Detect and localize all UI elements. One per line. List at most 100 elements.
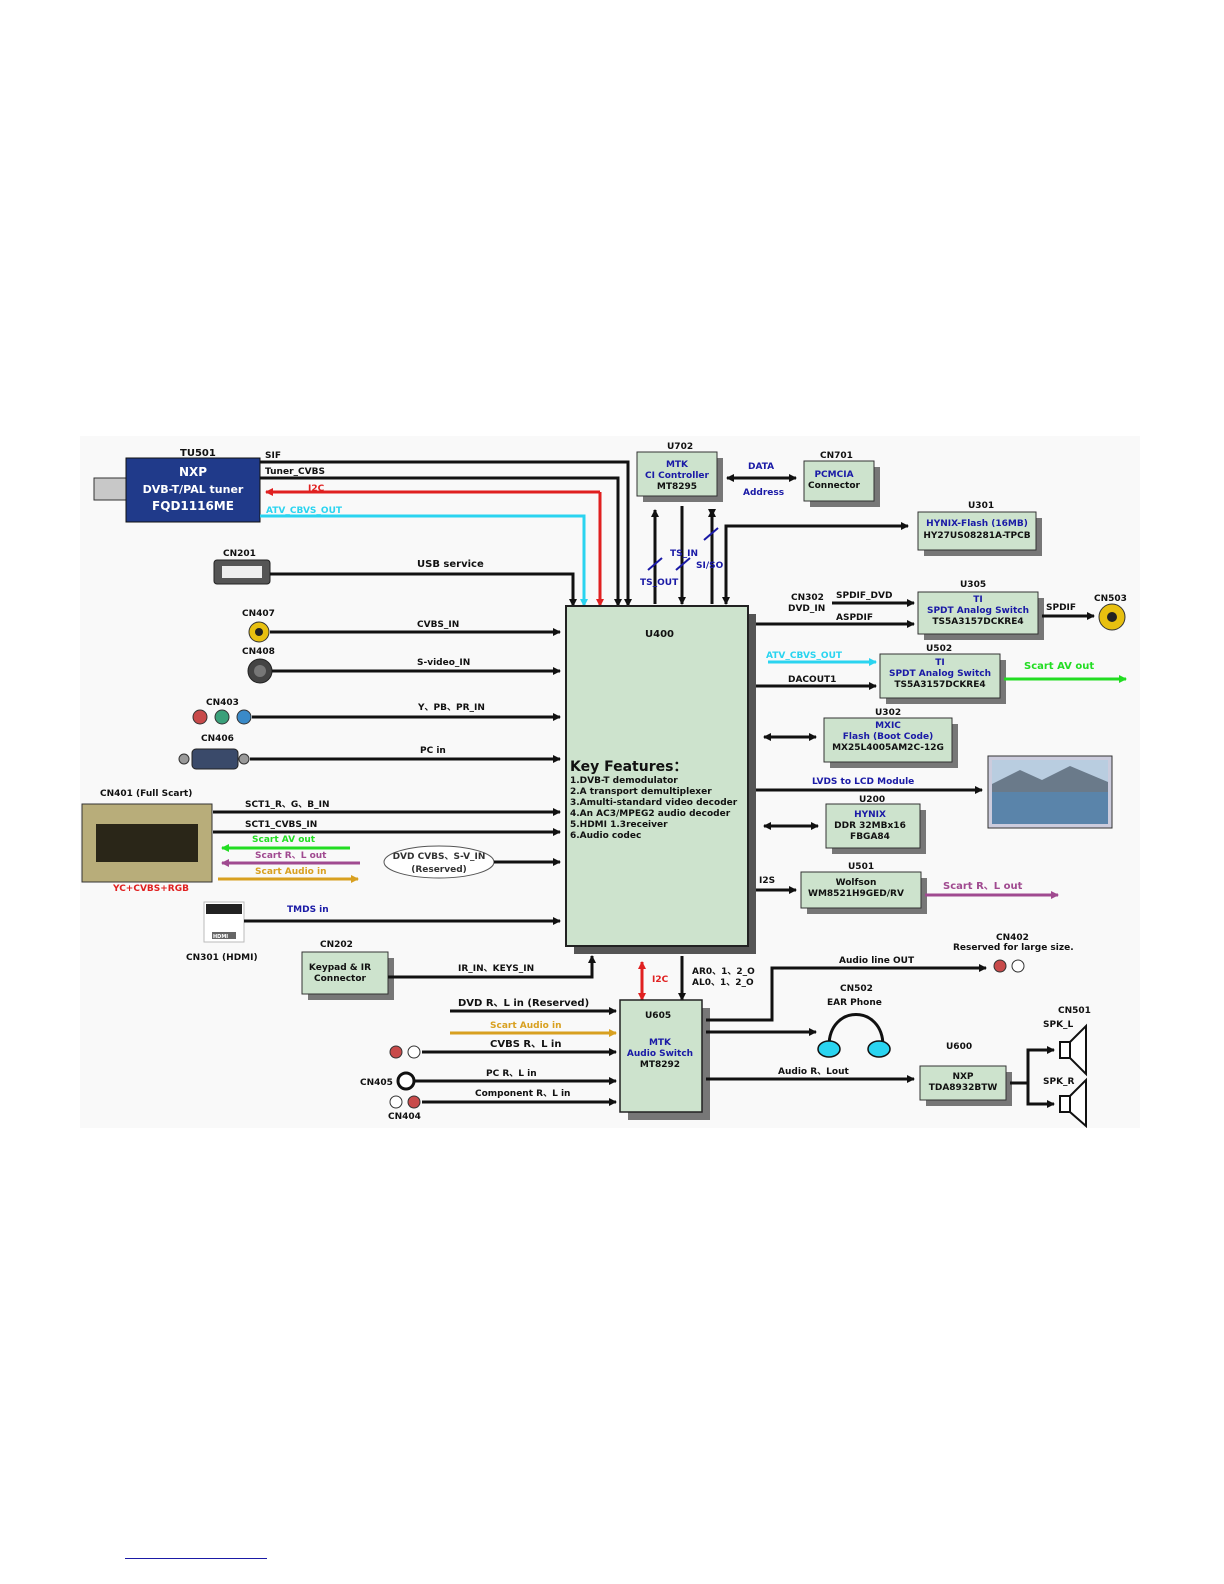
u400-feature-4: 4.An AC3/MPEG2 audio decoder	[570, 809, 731, 819]
u200-l3: FBGA84	[850, 832, 890, 842]
address-label: Address	[743, 488, 784, 498]
lvds-label: LVDS to LCD Module	[812, 777, 914, 787]
u400-feature-1: 1.DVB-T demodulator	[570, 776, 678, 786]
input-cn408: CN408 S-video_IN	[242, 647, 561, 684]
cn701-l1: PCMCIA	[814, 470, 853, 480]
scart-av-out-label: Scart AV out	[252, 835, 316, 845]
scart-audio-in-label: Scart Audio in	[255, 867, 326, 877]
u400-feature-5: 5.HDMI 1.3receiver	[570, 820, 668, 830]
atv-out-label-2: ATV_CBVS_OUT	[766, 651, 843, 661]
hdmi-icon-label: HDMI	[213, 934, 228, 940]
u200-l1: HYNIX	[854, 810, 886, 820]
u600-ref: U600	[946, 1042, 972, 1052]
u200-ddr: U200 HYNIX DDR 32MBx16 FBGA84	[825, 795, 926, 854]
input-cn401-scart: CN401 (Full Scart) YC+CVBS+RGB SCT1_R、G、…	[81, 789, 561, 894]
u605-ref: U605	[645, 1011, 671, 1021]
cn701-pcmcia: CN701 PCMCIA Connector	[803, 451, 880, 507]
u400-feature-3: 3.Amulti-standard video decoder	[570, 798, 738, 808]
u302-boot-flash: U302 MXIC Flash (Boot Code) MX25L4005AM2…	[823, 708, 958, 768]
tuner-lines: SIF Tuner_CVBS I2C ATV_CBVS_OUT	[260, 451, 632, 607]
u305-l3: TS5A3157DCKRE4	[932, 617, 1023, 627]
spdif-label: SPDIF	[1046, 603, 1076, 613]
dvd-in-label: DVD_IN	[788, 604, 825, 614]
u502-l3: TS5A3157DCKRE4	[894, 680, 985, 690]
ts-in-label: TS_IN	[670, 549, 698, 559]
cn503-spdif-jack: CN503	[1094, 594, 1127, 631]
earphone-icon	[817, 1013, 891, 1058]
u702-l2: CI Controller	[645, 471, 709, 481]
spk-r-label: SPK_R	[1043, 1077, 1075, 1087]
input-cn403: CN403 Y、PB、PR_IN	[192, 698, 561, 725]
u400-features-title: Key Features：	[570, 759, 687, 775]
svideo-in-label: S-video_IN	[417, 658, 470, 668]
u502-switch: U502 TI SPDT Analog Switch TS5A3157DCKRE…	[879, 644, 1006, 704]
atv-out-label: ATV_CBVS_OUT	[266, 506, 343, 516]
cn501-ref: CN501	[1058, 1006, 1091, 1016]
u302-l1: MXIC	[875, 721, 901, 731]
i2c-label-2: I2C	[652, 975, 669, 985]
data-label: DATA	[748, 462, 774, 472]
u400-feature-6: 6.Audio codec	[570, 831, 641, 841]
ts-out-label: TS_OUT	[640, 578, 679, 588]
ir-keys-label: IR_IN、KEYS_IN	[458, 964, 534, 974]
pc-rl-in-label: PC R、L in	[486, 1069, 537, 1079]
u600-l1: NXP	[952, 1072, 973, 1082]
cn408-ref: CN408	[242, 647, 275, 657]
dvd-cvbs-line1: DVD CVBS、S-V_IN	[393, 852, 486, 862]
ypbpr-in-label: Y、PB、PR_IN	[417, 703, 485, 713]
cn202-ref: CN202	[320, 940, 353, 950]
usb-label: USB service	[417, 559, 484, 570]
u502-l1: TI	[935, 658, 945, 668]
tuner-type: DVB-T/PAL tuner	[143, 483, 244, 496]
cn202-l2: Connector	[314, 974, 367, 984]
footnote-rule	[125, 1558, 267, 1559]
u400-main-chip: U400 Key Features： 1.DVB-T demodulator 2…	[565, 605, 756, 954]
speaker-right-icon	[1059, 1077, 1087, 1129]
dvd-cvbs-line2: (Reserved)	[411, 865, 467, 875]
u605-l1: MTK	[649, 1038, 672, 1048]
pc-in-label: PC in	[420, 746, 446, 756]
cn502-note: EAR Phone	[827, 998, 882, 1008]
u301-l2: HY27US08281A-TPCB	[923, 531, 1030, 541]
cn401-ref: CN401 (Full Scart)	[100, 789, 192, 799]
u305-ref: U305	[960, 580, 986, 590]
audio-rl-out-label: Audio R、Lout	[778, 1067, 849, 1077]
aro-label: AR0、1、2_O	[692, 967, 755, 977]
scart-audio-in-label-2: Scart Audio in	[490, 1021, 561, 1031]
spk-l-label: SPK_L	[1043, 1020, 1074, 1030]
lcd-module-image	[987, 755, 1113, 829]
cn401-sub: YC+CVBS+RGB	[112, 884, 189, 894]
cn402-note: Reserved for large size.	[953, 943, 1074, 953]
cn407-ref: CN407	[242, 609, 275, 619]
u501-l1: Wolfson	[836, 878, 877, 888]
cn503-ref: CN503	[1094, 594, 1127, 604]
u605-audio-switch: U605 MTK Audio Switch MT8292	[619, 999, 710, 1120]
cn403-ref: CN403	[206, 698, 239, 708]
cn302-ref: CN302	[791, 593, 824, 603]
u501-dac: U501 Wolfson WM8521H9GED/RV	[800, 862, 927, 914]
block-diagram: TU501 NXP DVB-T/PAL tuner FQD1116ME SIF …	[80, 436, 1140, 1129]
cn201-ref: CN201	[223, 549, 256, 559]
dacout1-label: DACOUT1	[788, 675, 836, 685]
u301-flash: U301 HYNIX-Flash (16MB) HY27US08281A-TPC…	[917, 501, 1042, 556]
u702-l3: MT8295	[657, 482, 697, 492]
tuner-part: FQD1116ME	[152, 499, 234, 513]
cn701-l2: Connector	[808, 481, 861, 491]
aspdif-label: ASPDIF	[836, 613, 873, 623]
audio-line-out-label: Audio line OUT	[839, 956, 915, 966]
si-so-label: SI/SO	[696, 561, 724, 571]
cvbs-rl-in-label: CVBS R、L in	[490, 1039, 561, 1050]
input-cn407: CN407 CVBS_IN	[242, 609, 561, 643]
comp-rl-in-label: Component R、L in	[475, 1089, 570, 1099]
cvbs-in-label: CVBS_IN	[417, 620, 459, 630]
scart-av-out-label-2: Scart AV out	[1024, 661, 1094, 672]
input-cn201: CN201 USB service	[213, 549, 577, 607]
i2c-label: I2C	[308, 484, 325, 494]
u605-inputs: DVD R、L in (Reserved) Scart Audio in CVB…	[360, 998, 617, 1122]
u400-feature-2: 2.A transport demultiplexer	[570, 787, 712, 797]
tuner-tu501: TU501 NXP DVB-T/PAL tuner FQD1116ME	[93, 448, 261, 523]
cn405-ref: CN405	[360, 1078, 393, 1088]
u301-ref: U301	[968, 501, 994, 511]
cn406-ref: CN406	[201, 734, 234, 744]
cn701-ref: CN701	[820, 451, 853, 461]
